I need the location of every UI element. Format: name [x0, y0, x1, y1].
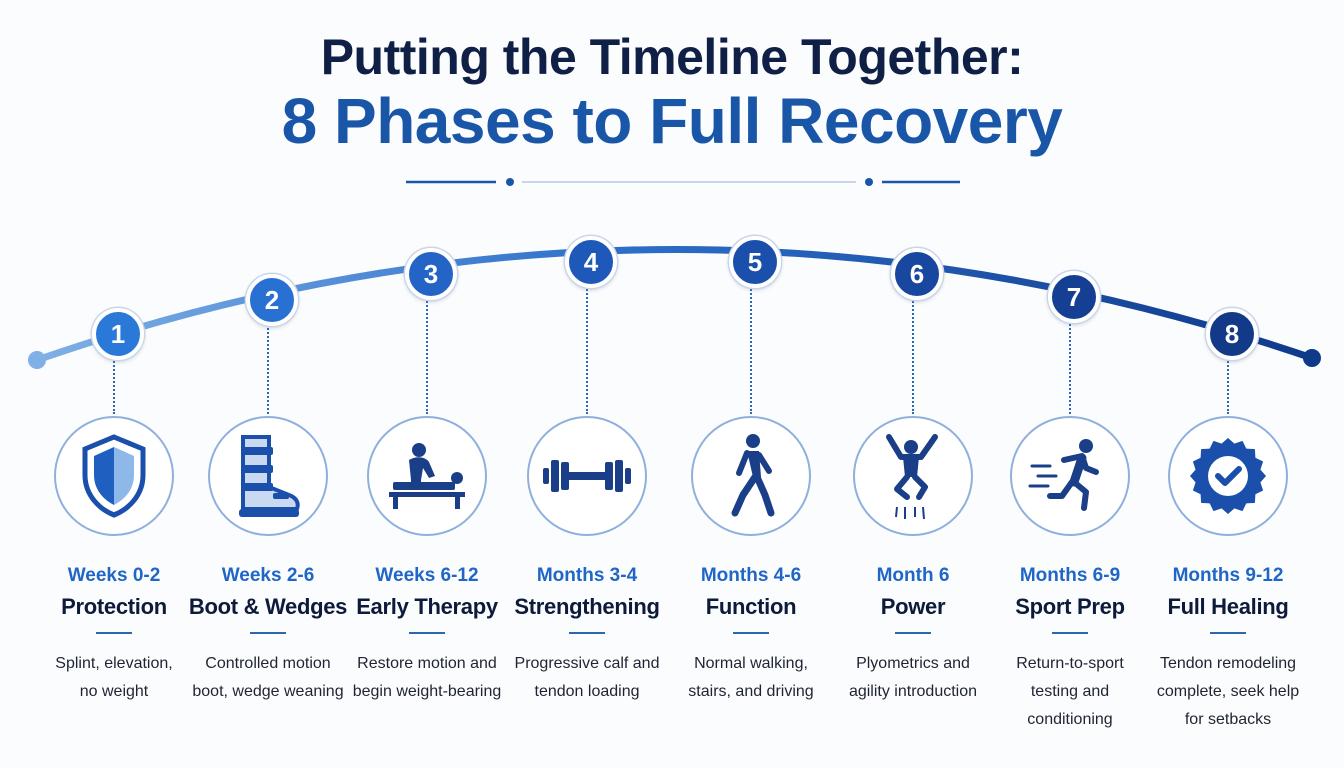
- phase-icon-circle-6: [853, 416, 973, 536]
- phase-underline: [409, 632, 445, 634]
- timeline-start-dot: [28, 351, 46, 369]
- phase-name: Function: [705, 594, 797, 619]
- phase-underline: [1052, 632, 1088, 634]
- shield-icon: [79, 433, 149, 519]
- phase-period: Months 4-6: [700, 565, 802, 586]
- phase-number-badge-6: 6: [891, 248, 943, 300]
- phase-name: Protection: [61, 594, 167, 619]
- phase-period: Weeks 0-2: [67, 565, 161, 586]
- phase-underline: [96, 632, 132, 634]
- phase-description: Progressive calf and tendon loading: [507, 650, 667, 706]
- phase-number-badge-3: 3: [405, 248, 457, 300]
- phase-description-line: Tendon remodeling: [1159, 655, 1297, 672]
- phase-number-badge-7: 7: [1048, 271, 1100, 323]
- phase-connector-5: [750, 286, 752, 414]
- dumbbell-icon: [541, 454, 633, 498]
- phase-underline: [895, 632, 931, 634]
- running-person-icon: [1028, 438, 1112, 514]
- phase-description-line: Restore motion and: [357, 655, 497, 672]
- phase-description-line: Plyometrics and: [856, 655, 970, 672]
- jumping-person-icon: [881, 431, 945, 521]
- walking-person-icon: [721, 433, 781, 519]
- phase-name: Early Therapy: [356, 594, 498, 619]
- phase-name: Boot & Wedges: [188, 594, 348, 619]
- phase-description-line: Splint, elevation,: [55, 655, 173, 672]
- phase-description-line: Progressive calf and: [514, 655, 660, 672]
- phase-description-line: begin weight-bearing: [352, 683, 502, 700]
- timeline-end-dot: [1303, 349, 1321, 367]
- phase-connector-1: [113, 358, 115, 414]
- therapist-patient-icon: [385, 440, 469, 512]
- phase-period: Months 3-4: [536, 565, 638, 586]
- phase-icon-circle-4: [527, 416, 647, 536]
- phase-description-line: for setbacks: [1184, 711, 1272, 728]
- phase-connector-2: [267, 324, 269, 414]
- title-line-1: Putting the Timeline Together:: [320, 29, 1024, 85]
- phase-description-line: Return-to-sport: [1016, 655, 1124, 672]
- phase-period: Month 6: [876, 565, 950, 586]
- phase-underline: [733, 632, 769, 634]
- phase-number-badge-8: 8: [1206, 308, 1258, 360]
- phase-icon-circle-7: [1010, 416, 1130, 536]
- phase-period: Weeks 6-12: [375, 565, 479, 586]
- phase-period: Months 9-12: [1172, 565, 1284, 586]
- phase-underline: [569, 632, 605, 634]
- phase-icon-circle-3: [367, 416, 487, 536]
- phase-period: Weeks 2-6: [221, 565, 315, 586]
- phase-name: Power: [880, 594, 946, 619]
- phase-description-line: testing and: [1030, 683, 1110, 700]
- phase-period: Months 6-9: [1019, 565, 1121, 586]
- walking-boot-icon: [233, 431, 303, 521]
- phase-description-line: boot, wedge weaning: [192, 683, 344, 700]
- title-divider: [406, 178, 960, 186]
- phase-connector-4: [586, 286, 588, 414]
- phase-underline: [1210, 632, 1246, 634]
- phase-icon-circle-2: [208, 416, 328, 536]
- phase-connector-3: [426, 298, 428, 414]
- phase-description: Return-to-sport testing and conditioning: [990, 650, 1150, 734]
- phase-connector-7: [1069, 321, 1071, 414]
- phase-description: Normal walking, stairs, and driving: [671, 650, 831, 706]
- phase-description: Controlled motion boot, wedge weaning: [188, 650, 348, 706]
- phase-description: Restore motion and begin weight-bearing: [347, 650, 507, 706]
- phase-description-line: conditioning: [1027, 711, 1113, 728]
- phase-number-badge-2: 2: [246, 274, 298, 326]
- phase-underline: [250, 632, 286, 634]
- phase-icon-circle-8: [1168, 416, 1288, 536]
- phase-description-line: no weight: [79, 683, 149, 700]
- phase-description: Tendon remodeling complete, seek help for …: [1148, 650, 1308, 734]
- timeline-arc: [28, 246, 1321, 369]
- phase-icon-circle-5: [691, 416, 811, 536]
- checkmark-badge-icon: [1186, 434, 1270, 518]
- phase-icon-circle-1: [54, 416, 174, 536]
- phase-connector-8: [1227, 358, 1229, 414]
- phase-number-badge-1: 1: [92, 308, 144, 360]
- title-line-2: 8 Phases to Full Recovery: [281, 85, 1063, 157]
- phase-description-line: agility introduction: [848, 683, 978, 700]
- phase-name: Strengthening: [514, 594, 660, 619]
- phase-number-badge-5: 5: [729, 236, 781, 288]
- phase-number-badge-4: 4: [565, 236, 617, 288]
- phase-description: Plyometrics and agility introduction: [833, 650, 993, 706]
- phase-description-line: tendon loading: [534, 683, 640, 700]
- phase-description-line: Normal walking,: [694, 655, 808, 672]
- phase-connector-6: [912, 298, 914, 414]
- phase-name: Sport Prep: [1015, 594, 1125, 619]
- phase-description-line: Controlled motion: [205, 655, 331, 672]
- phase-name: Full Healing: [1167, 594, 1289, 619]
- phase-description-line: stairs, and driving: [688, 683, 814, 700]
- phase-description: Splint, elevation, no weight: [34, 650, 194, 706]
- phase-description-line: complete, seek help: [1156, 683, 1300, 700]
